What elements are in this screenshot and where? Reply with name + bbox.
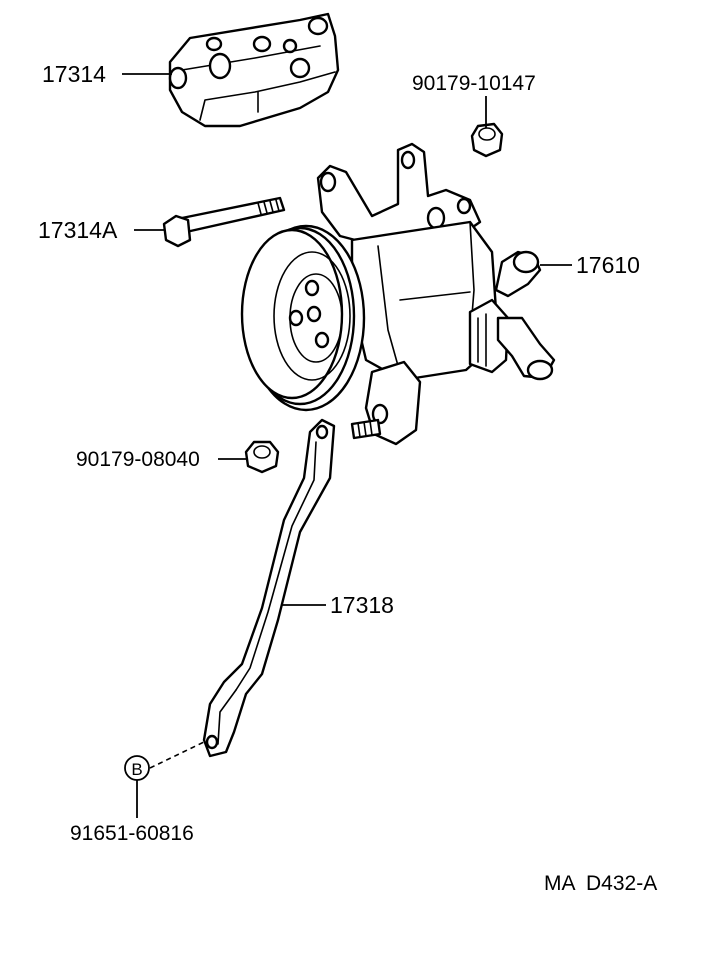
reference-marker-b: B xyxy=(124,755,150,781)
bracket-17314 xyxy=(168,12,340,128)
label-91651-60816: 91651-60816 xyxy=(70,822,194,845)
reference-marker-letter: B xyxy=(131,760,142,779)
bolt-17314A xyxy=(162,196,286,248)
fitting-17610 xyxy=(494,250,556,381)
diagram-code: MA D432-A xyxy=(544,872,657,895)
leader-lines xyxy=(122,73,572,818)
label-17314: 17314 xyxy=(42,61,106,87)
pulley xyxy=(240,224,366,412)
label-17610: 17610 xyxy=(576,252,640,278)
nut-90179-08040 xyxy=(244,440,280,474)
label-17314A: 17314A xyxy=(38,217,118,243)
stay-17318 xyxy=(202,418,336,758)
nut-90179-10147 xyxy=(470,122,504,158)
label-90179-08040: 90179-08040 xyxy=(76,448,200,471)
label-17318: 17318 xyxy=(330,592,394,618)
label-90179-10147: 90179-10147 xyxy=(412,72,536,95)
